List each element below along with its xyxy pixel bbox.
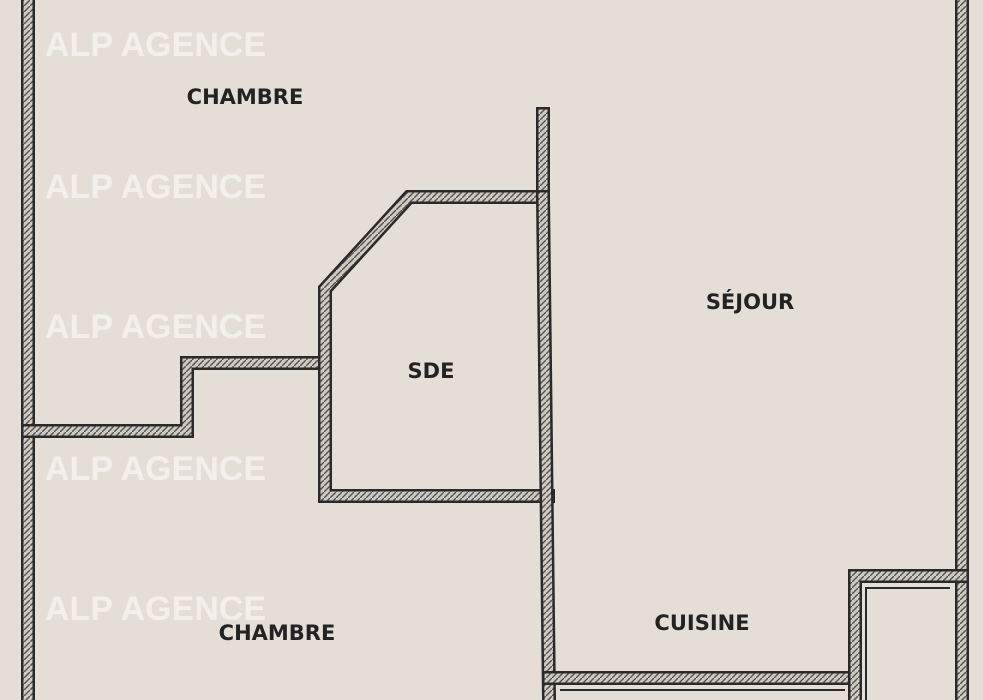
room-label-sde: SDE <box>408 359 455 383</box>
room-label-sejour: SÉJOUR <box>706 289 794 314</box>
watermark-text: ALP AGENCE <box>45 450 266 488</box>
wall-sejour-divider-hatch <box>538 192 554 700</box>
wall-sde-enclosure-hatch <box>320 109 553 501</box>
watermark-text: ALP AGENCE <box>45 168 266 206</box>
wall-kitchen-cupboard-hatch <box>850 571 967 700</box>
wall-bedroom-separation-hatch <box>23 358 330 436</box>
room-labels: CHAMBRE SDE SÉJOUR CHAMBRE CUISINE <box>187 85 795 645</box>
watermark-group: ALP AGENCE ALP AGENCE ALP AGENCE ALP AGE… <box>45 26 266 628</box>
watermark-text: ALP AGENCE <box>45 26 266 64</box>
watermark-text: ALP AGENCE <box>45 308 266 346</box>
room-label-chambre-top: CHAMBRE <box>187 85 304 109</box>
room-label-chambre-bottom: CHAMBRE <box>219 621 336 645</box>
room-label-cuisine: CUISINE <box>654 611 749 635</box>
walls-group <box>21 0 969 700</box>
watermark-text: ALP AGENCE <box>45 590 266 628</box>
wall-cupboard-inner-line <box>865 587 950 700</box>
